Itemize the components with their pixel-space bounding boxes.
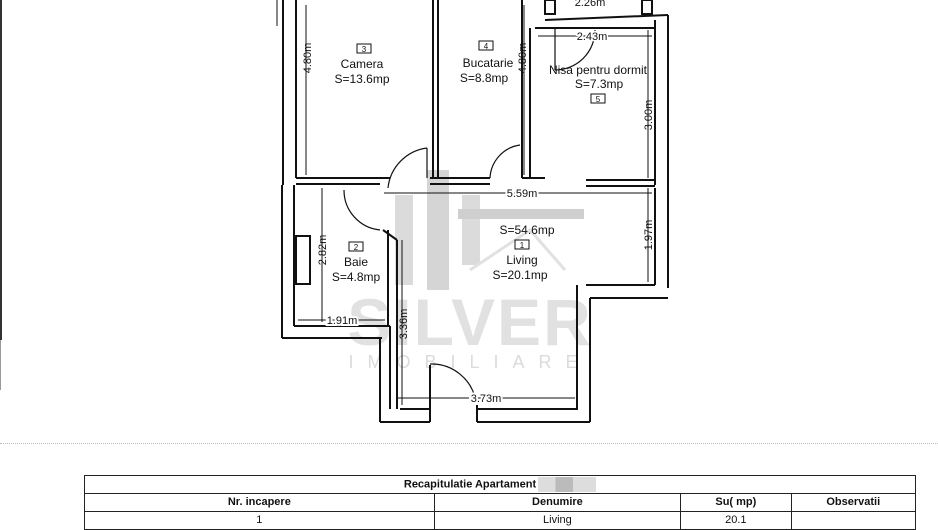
total-area: S=54.6mp	[499, 223, 554, 237]
dim-baie-height: 2.82m	[317, 235, 329, 266]
room-number: 4	[484, 42, 489, 51]
room-number: 1	[520, 241, 525, 250]
room-name: Living	[506, 253, 537, 267]
dimension-lines	[298, 5, 652, 405]
page-edge	[0, 0, 2, 340]
watermark-sub: IMOBILIARE	[348, 352, 591, 372]
room-area: S=13.6mp	[334, 72, 389, 86]
room-area: S=7.3mp	[575, 77, 624, 91]
dim-bg: 2.43m	[577, 31, 608, 43]
room-labels: 3 Camera S=13.6mp 4 Bucatarie S=8.8mp Ni…	[332, 40, 648, 284]
header-observatii: Observatii	[790, 493, 916, 512]
page-edge	[0, 340, 1, 390]
dim-bucatarie-height: 4.80m	[517, 43, 529, 74]
dim-bg: 3.73m	[471, 393, 502, 405]
room-name: Baie	[344, 255, 368, 269]
table-title: Recapitulatie Apartament	[84, 475, 916, 494]
dim-nisa-top: 2.26m	[575, 0, 606, 9]
divider	[0, 443, 938, 445]
dim-bg: 5.59m	[507, 188, 538, 200]
dim-camera-height: 4.80m	[302, 43, 314, 74]
dim-entry-width: 3.73m	[471, 393, 502, 405]
dim-nisa-height: 3.00m	[643, 100, 655, 131]
room-area: S=8.8mp	[460, 71, 509, 85]
room-name: Camera	[341, 57, 384, 71]
walls	[276, 0, 669, 423]
room-name: Nisa pentru dormit	[549, 63, 648, 77]
room-number: 5	[596, 95, 601, 104]
watermark-brand: SILVER	[347, 285, 592, 359]
dim-baie-width: 1.91m	[327, 315, 358, 327]
dim-hall-height: 3.36m	[398, 309, 410, 340]
watermark-logo: SILVER IMOBILIARE	[347, 170, 592, 372]
table-row: 1 Living 20.1	[84, 511, 916, 530]
redacted-block	[538, 476, 597, 492]
room-name: Bucatarie	[463, 56, 514, 70]
room-area: S=4.8mp	[332, 270, 381, 284]
dim-bg: 1.91m	[327, 315, 358, 327]
floor-plan: SILVER IMOBILIARE	[276, 0, 669, 423]
table-title-text: Recapitulatie Apartament	[403, 478, 537, 491]
room-number: 3	[362, 45, 367, 54]
header-denumire: Denumire	[433, 493, 682, 512]
summary-table: Recapitulatie Apartament Nr. incapere De…	[84, 475, 916, 530]
room-number: 2	[354, 243, 359, 252]
room-area: S=20.1mp	[492, 268, 547, 282]
doors	[343, 28, 596, 403]
dim-living-width: 5.59m	[507, 188, 538, 200]
header-su: Su( mp)	[680, 493, 792, 512]
dimension-labels: 4.80m 4.80m 2.26m 2.43m 2.43m 3.00m 5.59…	[302, 0, 655, 407]
dim-nisa-width: 2.43m	[577, 31, 608, 43]
header-nr: Nr. incapere	[84, 493, 435, 512]
dim-living-right: 1.97m	[643, 220, 655, 251]
